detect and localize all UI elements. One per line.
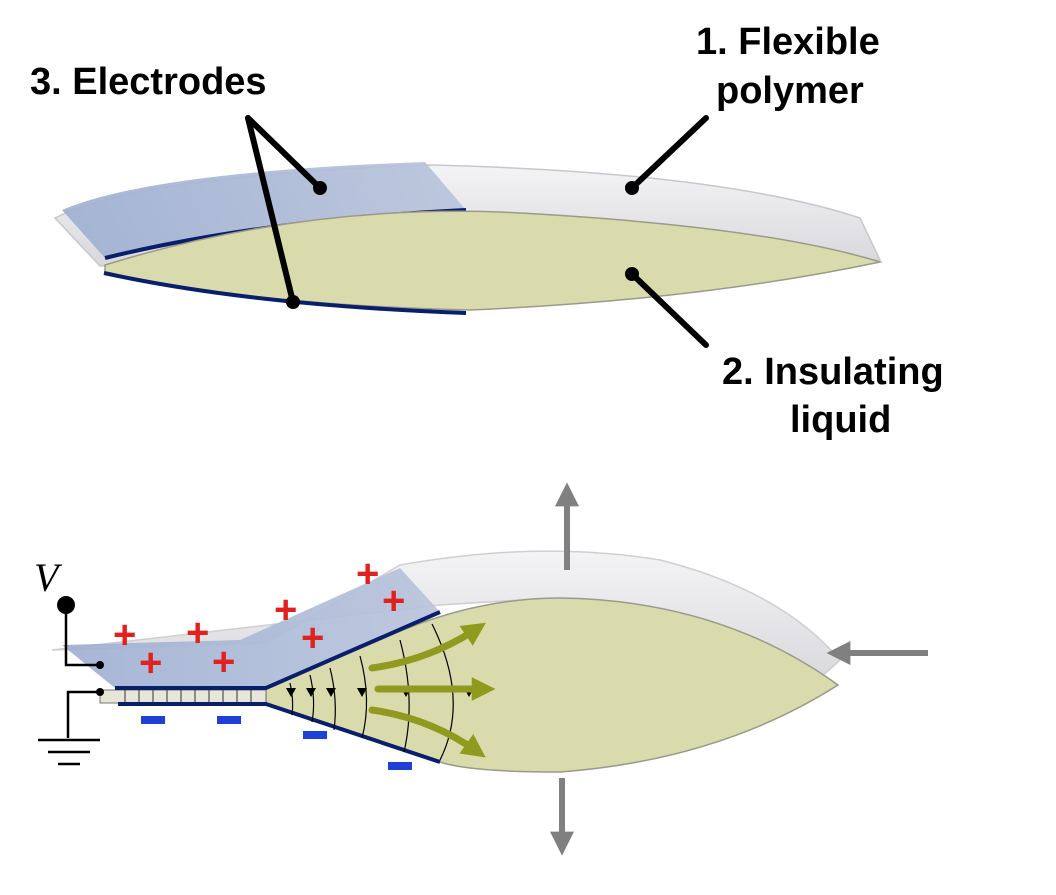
positive-charge: + bbox=[113, 613, 136, 657]
top-electrode-contact bbox=[96, 661, 104, 669]
positive-charge: + bbox=[382, 579, 405, 623]
negative-charge bbox=[141, 716, 165, 724]
bottom-electrode-edge bbox=[103, 271, 467, 315]
insulating-liquid-label-line1: 2. Insulating bbox=[722, 351, 944, 393]
positive-charge: + bbox=[274, 588, 297, 632]
liquid-pointer bbox=[625, 267, 639, 281]
insulating-liquid-label-line2: liquid bbox=[790, 399, 891, 441]
insulating-liquid-actuated bbox=[265, 597, 840, 773]
relaxed-actuator: 3. Electrodes 1. Flexible polymer 2. Ins… bbox=[30, 21, 944, 441]
ground-wire bbox=[66, 690, 100, 738]
voltage-circuit: V bbox=[34, 555, 104, 766]
positive-charges: + + + + + + + + bbox=[113, 552, 405, 685]
voltage-wire bbox=[64, 605, 100, 667]
negative-charge bbox=[217, 716, 241, 724]
top-electrode-actuated bbox=[62, 568, 440, 688]
top-electrode-edge-actuated bbox=[115, 610, 441, 690]
polymer-pointer bbox=[625, 181, 639, 195]
positive-charge: + bbox=[139, 641, 162, 685]
negative-charge bbox=[388, 762, 412, 770]
top-electrode bbox=[62, 162, 466, 258]
liquid-leader bbox=[629, 271, 709, 348]
positive-charge: + bbox=[186, 611, 209, 655]
voltage-label: V bbox=[34, 555, 63, 600]
flexible-polymer-label-line2: polymer bbox=[716, 70, 864, 112]
flow-arrow-down bbox=[368, 706, 486, 758]
electrode-pointer-top bbox=[313, 181, 327, 195]
ground-symbol bbox=[38, 738, 100, 766]
electrodes-label: 3. Electrodes bbox=[30, 61, 267, 103]
flow-arrow-up bbox=[368, 622, 486, 672]
polymer-leader bbox=[629, 115, 709, 191]
liquid-flow-arrows bbox=[368, 622, 496, 758]
bottom-electrode-contact bbox=[96, 688, 104, 696]
negative-charge bbox=[303, 731, 327, 739]
actuated-actuator: + + + + + + + + V bbox=[34, 482, 928, 856]
electrode-pointer-bottom bbox=[286, 295, 300, 309]
bottom-electrode-edge-actuated bbox=[118, 702, 441, 764]
actuation-arrows bbox=[550, 482, 928, 856]
flexible-polymer-label-line1: 1. Flexible bbox=[696, 21, 880, 63]
negative-charges bbox=[141, 716, 412, 770]
electric-field-lines bbox=[289, 623, 454, 761]
electrodes-leaders bbox=[245, 115, 323, 305]
positive-charge: + bbox=[301, 616, 324, 660]
zipped-hatching bbox=[124, 690, 252, 703]
positive-charge: + bbox=[356, 552, 379, 596]
positive-charge: + bbox=[212, 640, 235, 684]
